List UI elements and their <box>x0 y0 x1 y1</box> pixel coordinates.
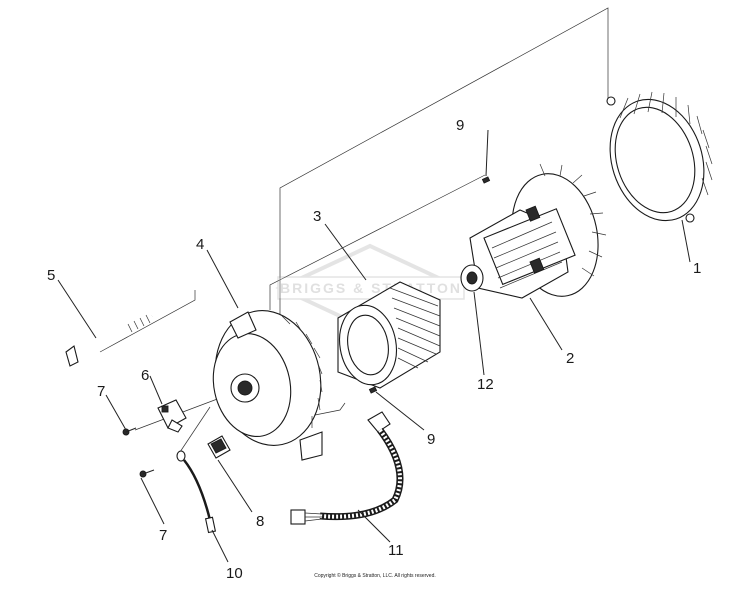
callout-3: 3 <box>313 208 321 225</box>
callout-7-upper: 7 <box>97 383 105 400</box>
callout-7-lower: 7 <box>159 527 167 544</box>
leader-lines <box>57 129 691 563</box>
screw-lower <box>139 469 155 478</box>
ground-wire <box>176 450 217 534</box>
stator <box>337 281 441 389</box>
copyright-footer: Copyright © Briggs & Stratton, LLC. All … <box>314 573 436 579</box>
callout-6: 6 <box>141 367 149 384</box>
fan-cover-ring <box>606 91 713 223</box>
wire-harness <box>290 411 404 525</box>
callout-4: 4 <box>196 236 204 253</box>
rotor-bearing <box>460 264 484 292</box>
callout-2: 2 <box>566 350 574 367</box>
callout-9-upper: 9 <box>456 117 464 134</box>
callout-8: 8 <box>256 513 264 530</box>
through-bolt <box>65 314 153 367</box>
callout-1: 1 <box>693 260 701 277</box>
callout-11: 11 <box>388 542 404 559</box>
brush-holder <box>157 399 187 433</box>
callout-9-lower: 9 <box>427 431 435 448</box>
capacitor-connector <box>207 435 231 459</box>
callout-labels: 1 2 3 4 5 6 7 7 8 9 9 10 11 12 <box>47 117 701 582</box>
callout-10: 10 <box>226 565 243 582</box>
dowel-pins <box>368 176 491 394</box>
rotor-assembly <box>469 163 607 299</box>
end-housing <box>212 310 323 461</box>
watermark-text: BRIGGS & STRATTON <box>280 280 462 296</box>
callout-12: 12 <box>477 376 494 393</box>
callout-5: 5 <box>47 267 55 284</box>
